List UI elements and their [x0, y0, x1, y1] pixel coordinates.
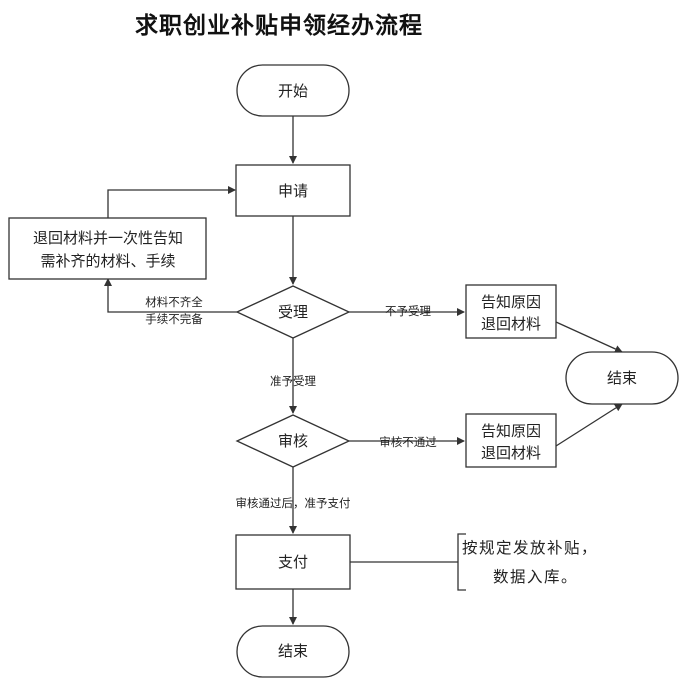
reject-notice-line-1: 退回材料并一次性告知 — [33, 229, 183, 247]
start-terminator — [236, 64, 350, 117]
reject-notice-line-2: 需补齐的材料、手续 — [40, 252, 175, 270]
review-passed-label: 审核通过后，准予支付 — [236, 496, 351, 510]
end-bottom-terminator — [236, 625, 350, 678]
end-right-terminator — [565, 351, 679, 405]
accept-decision — [235, 285, 351, 339]
incomplete-label-line-2: 手续不完备 — [145, 312, 203, 326]
incomplete-label-line-1: 材料不齐全 — [145, 295, 203, 309]
note-line-1: 按规定发放补贴， — [462, 539, 598, 557]
reason1-line-2: 退回材料 — [481, 315, 541, 333]
note-bracket — [457, 533, 466, 591]
reject-notice-box — [8, 217, 207, 280]
start-label: 开始 — [278, 82, 308, 100]
accept-label: 受理 — [278, 303, 308, 321]
end-right-label: 结束 — [607, 369, 637, 387]
review-failed-label: 审核不通过 — [379, 435, 437, 449]
apply-label: 申请 — [278, 182, 308, 200]
pay-box — [235, 534, 351, 590]
pay-label: 支付 — [278, 553, 308, 571]
reason2-line-1: 告知原因 — [481, 422, 541, 440]
apply-box — [235, 164, 351, 217]
end-bottom-label: 结束 — [278, 642, 308, 660]
page-title: 求职创业补贴申领经办流程 — [135, 13, 423, 39]
reason1-line-1: 告知原因 — [481, 293, 541, 311]
reason2-line-2: 退回材料 — [481, 444, 541, 462]
edge-reason1-end — [555, 321, 623, 353]
not-accepted-label: 不予受理 — [385, 304, 431, 318]
reason1-box — [465, 284, 557, 339]
note-line-2: 数据入库。 — [493, 568, 578, 586]
review-decision — [235, 414, 351, 468]
edge-notice-apply — [107, 186, 236, 218]
accepted-label: 准予受理 — [270, 374, 316, 388]
edge-reason2-end — [555, 403, 623, 447]
edge-accept-notice — [104, 278, 237, 313]
reason2-box — [465, 413, 557, 468]
review-label: 审核 — [278, 432, 308, 450]
